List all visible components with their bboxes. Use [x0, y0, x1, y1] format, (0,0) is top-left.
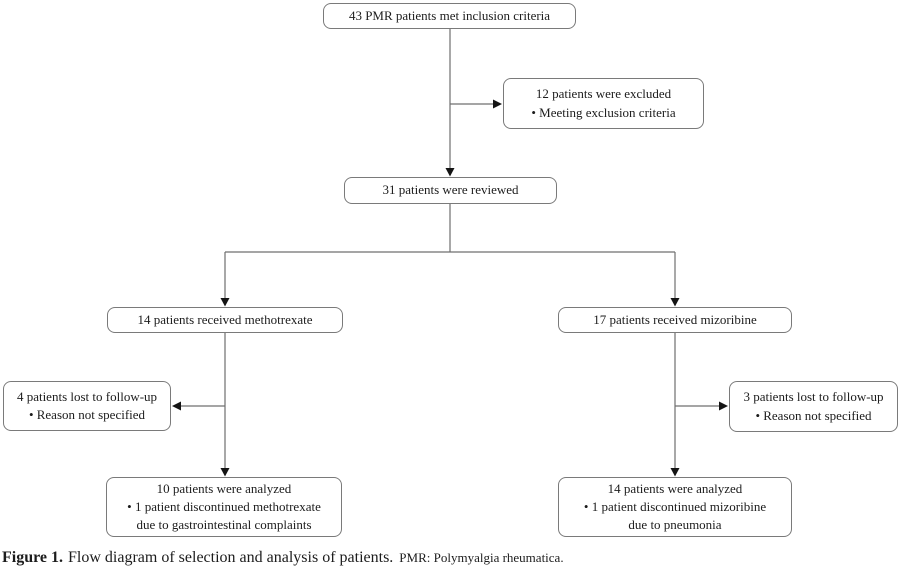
flow-node-reviewed: 31 patients were reviewed — [344, 177, 557, 204]
flow-node-methotrexate-analyzed: 10 patients were analyzed • 1 patient di… — [106, 477, 342, 537]
flow-node-inclusion: 43 PMR patients met inclusion criteria — [323, 3, 576, 29]
node-bullet-text: • Reason not specified — [28, 407, 146, 422]
node-text: 14 patients received methotrexate — [137, 311, 313, 327]
node-text: 17 patients received mizoribine — [593, 311, 757, 327]
node-text: 14 patients were analyzed — [607, 480, 743, 496]
node-continuation-text: due to pneumonia — [628, 517, 722, 533]
node-text: 10 patients were analyzed — [156, 480, 292, 496]
caption-text: Flow diagram of selection and analysis o… — [68, 549, 394, 566]
node-bullet-text: • Meeting exclusion criteria — [531, 104, 676, 120]
figure-label: Figure 1. — [2, 549, 64, 566]
node-continuation-text: due to gastrointestinal complaints — [136, 517, 312, 533]
node-text: 3 patients lost to follow-up — [743, 389, 884, 405]
node-text: 4 patients lost to follow-up — [16, 388, 158, 404]
arrowhead-right-icon — [719, 401, 728, 411]
node-text: 43 PMR patients met inclusion criteria — [348, 7, 551, 23]
flow-node-methotrexate-lost-followup: 4 patients lost to follow-up • Reason no… — [3, 381, 171, 431]
arrowhead-down-icon — [670, 298, 680, 307]
node-bullet-text: • 1 patient discontinued methotrexate — [127, 498, 321, 514]
figure-caption: Figure 1.Flow diagram of selection and a… — [2, 545, 898, 570]
caption-abbreviation-note: PMR: Polymyalgia rheumatica. — [399, 550, 564, 565]
node-text: 12 patients were excluded — [535, 86, 672, 102]
flow-node-methotrexate: 14 patients received methotrexate — [107, 307, 343, 333]
flow-node-mizoribine-analyzed: 14 patients were analyzed • 1 patient di… — [558, 477, 792, 537]
arrowhead-down-icon — [220, 298, 230, 307]
flow-node-excluded: 12 patients were excluded • Meeting excl… — [503, 78, 704, 129]
node-bullet-text: • Reason not specified — [755, 407, 872, 423]
flow-node-mizoribine: 17 patients received mizoribine — [558, 307, 792, 333]
arrowhead-down-icon — [670, 468, 680, 477]
arrowhead-left-icon — [172, 401, 181, 411]
arrowhead-down-icon — [220, 468, 230, 477]
node-bullet-text: • 1 patient discontinued mizoribine — [583, 498, 767, 514]
arrowhead-right-icon — [493, 99, 502, 109]
node-text: 31 patients were reviewed — [382, 182, 519, 198]
flow-node-mizoribine-lost-followup: 3 patients lost to follow-up • Reason no… — [729, 381, 898, 432]
arrowhead-down-icon — [445, 168, 455, 177]
